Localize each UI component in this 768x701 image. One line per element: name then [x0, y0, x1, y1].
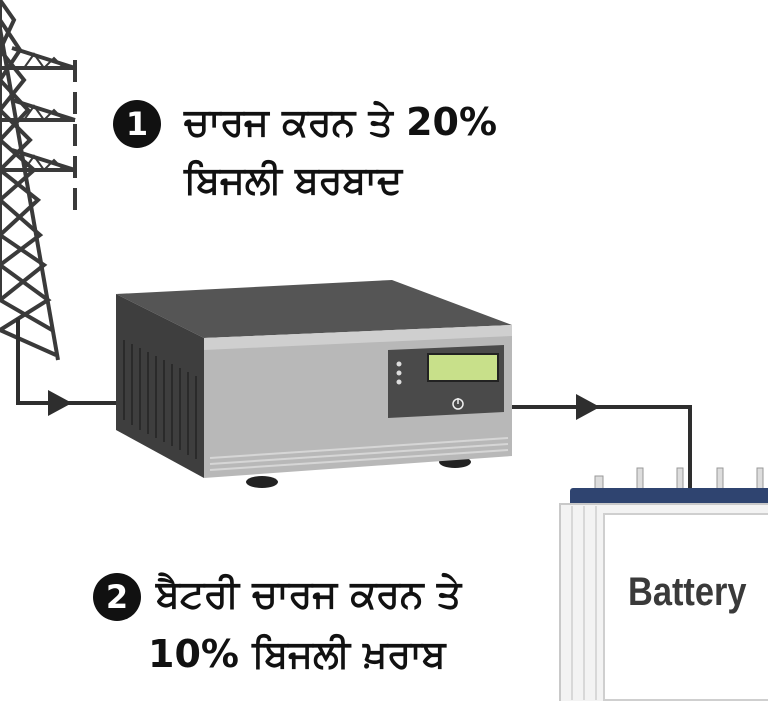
- inverter-icon: [116, 280, 512, 488]
- step-1-number: 1: [113, 100, 161, 148]
- transmission-tower-icon: [0, 0, 77, 361]
- grid-wire: [16, 318, 120, 405]
- battery-label: Battery: [628, 570, 747, 614]
- step-1-line-1: ਚਾਰਜ ਕਰਨ ਤੇ 20%: [184, 100, 498, 144]
- step-1-line-2: ਬਿਜਲੀ ਬਰਬਾਦ: [184, 158, 403, 202]
- arrow-right-icon: [576, 394, 600, 420]
- step-2-number: 2: [93, 573, 141, 621]
- power-button-icon: [452, 398, 464, 410]
- step-2-line-1: ਬੈਟਰੀ ਚਾਰਜ ਕਰਨ ਤੇ: [156, 572, 462, 616]
- battery-wire: [512, 405, 692, 492]
- battery-icon: [559, 467, 768, 701]
- step-2-line-2: 10% ਬਿਜਲੀ ਖ਼ਰਾਬ: [148, 632, 446, 676]
- arrow-right-icon: [48, 390, 72, 416]
